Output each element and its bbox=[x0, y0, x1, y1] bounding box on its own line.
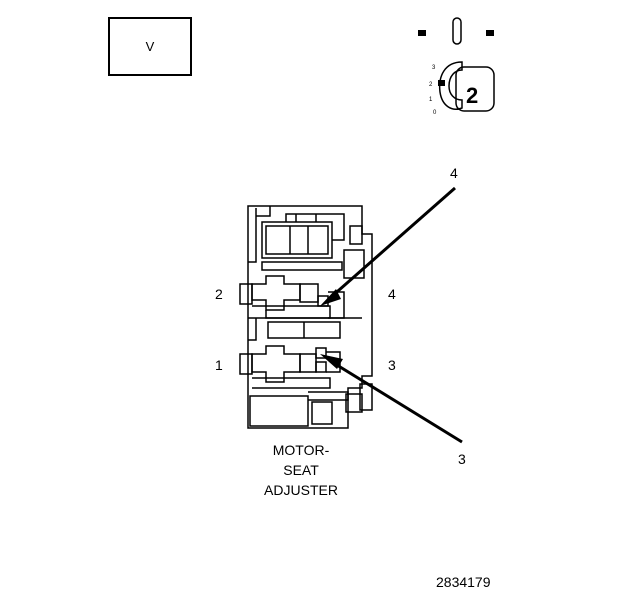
callout-right-lower: 3 bbox=[388, 357, 396, 373]
arrow-callout-lower: 3 bbox=[458, 451, 466, 467]
caption-line-3: ADJUSTER bbox=[264, 482, 338, 498]
caption-line-2: SEAT bbox=[283, 462, 319, 478]
view-label-box: V bbox=[108, 17, 192, 76]
key-callout: 2 bbox=[466, 83, 478, 108]
view-label: V bbox=[145, 39, 155, 54]
ignition-key-icon bbox=[438, 61, 495, 112]
key-position-3: 3 bbox=[432, 65, 436, 71]
key-position-2: 2 bbox=[429, 82, 433, 88]
motor-seat-adjuster-drawing bbox=[239, 205, 373, 429]
callout-left-lower: 1 bbox=[215, 357, 223, 373]
key-position-0: 0 bbox=[433, 110, 437, 116]
caption-line-1: MOTOR- bbox=[272, 442, 330, 458]
callout-right-upper: 4 bbox=[388, 286, 396, 302]
ignition-switch-icon bbox=[418, 17, 494, 45]
arrowhead-upper bbox=[320, 289, 341, 306]
key-position-1: 1 bbox=[429, 97, 433, 103]
arrow-callout-upper: 4 bbox=[450, 165, 458, 181]
figure-number: 2834179 bbox=[436, 574, 491, 590]
leader-arrows bbox=[329, 186, 463, 444]
callout-left-upper: 2 bbox=[215, 286, 223, 302]
component-caption: MOTOR- SEAT ADJUSTER bbox=[240, 440, 362, 500]
arrowhead-lower bbox=[320, 354, 343, 369]
